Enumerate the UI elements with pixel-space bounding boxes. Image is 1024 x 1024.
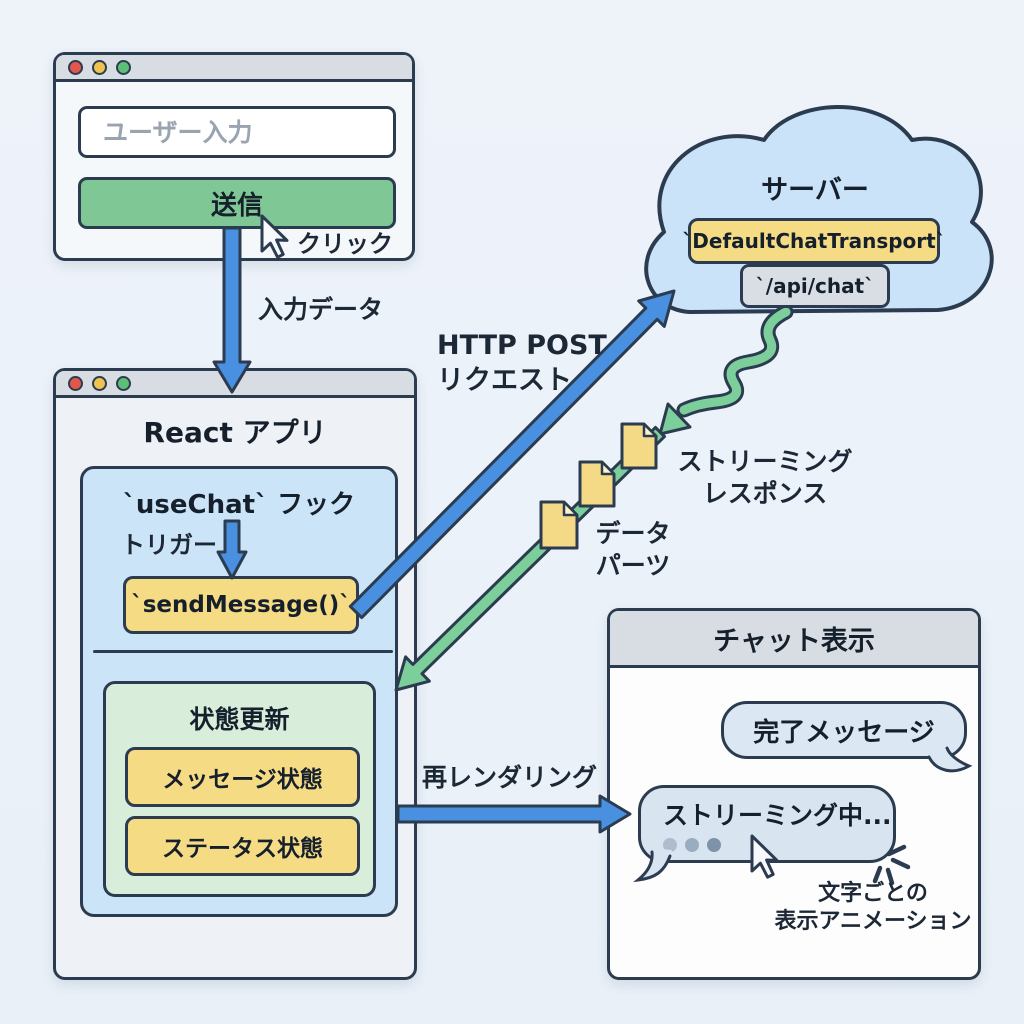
sendmessage-label: `sendMessage()` bbox=[131, 592, 351, 618]
react-window-title: React アプリ bbox=[143, 416, 327, 449]
user-input-field[interactable] bbox=[78, 106, 396, 158]
streaming-wavy-arrow bbox=[658, 304, 794, 436]
chat-window: チャット表示 完了メッセージ ストリーミング中... bbox=[607, 608, 981, 980]
status-state-label: ステータス状態 bbox=[162, 836, 323, 862]
panel-divider bbox=[93, 650, 393, 653]
streaming-message-label: ストリーミング中... bbox=[663, 801, 892, 830]
status-state-box: ステータス状態 bbox=[125, 816, 360, 876]
typing-dots-icon bbox=[663, 838, 721, 852]
state-update-panel: 状態更新 メッセージ状態 ステータス状態 bbox=[103, 681, 376, 897]
usechat-label: `useChat` フック bbox=[122, 490, 356, 520]
traffic-light-green-icon bbox=[116, 375, 131, 391]
message-state-box: メッセージ状態 bbox=[125, 747, 360, 807]
file-icon bbox=[620, 422, 658, 470]
chat-bubble-streaming: ストリーミング中... bbox=[638, 785, 896, 863]
endpoint-box: `/api/chat` bbox=[740, 264, 890, 308]
file-icon bbox=[578, 460, 616, 508]
traffic-light-yellow-icon bbox=[92, 375, 107, 391]
react-app-window: React アプリ `useChat` フック `sendMessage()` … bbox=[53, 368, 417, 980]
browser-window: 送信 bbox=[53, 52, 415, 261]
chat-bubble-complete: 完了メッセージ bbox=[721, 701, 967, 759]
transport-label: `DefaultChatTransport` bbox=[682, 229, 946, 253]
rerender-label: 再レンダリング bbox=[422, 763, 598, 792]
send-button[interactable]: 送信 bbox=[78, 177, 396, 229]
react-window-titlebar bbox=[56, 371, 414, 398]
file-icon bbox=[539, 500, 579, 550]
traffic-light-red-icon bbox=[68, 59, 83, 75]
sendmessage-box: `sendMessage()` bbox=[123, 576, 359, 634]
rerender-arrow bbox=[396, 794, 632, 834]
streaming-response-label: ストリーミング レスポンス bbox=[677, 447, 853, 508]
data-parts-label: データ パーツ bbox=[595, 519, 671, 580]
complete-message-label: 完了メッセージ bbox=[753, 717, 935, 748]
click-label: クリック bbox=[297, 230, 393, 258]
traffic-light-red-icon bbox=[68, 375, 83, 391]
input-data-label: 入力データ bbox=[258, 295, 384, 324]
http-post-label: HTTP POST リクエスト bbox=[437, 330, 607, 396]
state-update-title: 状態更新 bbox=[189, 705, 290, 734]
traffic-light-yellow-icon bbox=[92, 59, 107, 75]
transport-box: `DefaultChatTransport` bbox=[682, 218, 946, 264]
chat-window-titlebar: チャット表示 bbox=[610, 611, 978, 668]
server-title: サーバー bbox=[761, 175, 869, 206]
traffic-light-green-icon bbox=[116, 59, 131, 75]
browser-window-titlebar bbox=[56, 55, 412, 82]
trigger-label: トリガー bbox=[121, 531, 217, 559]
char-animation-label: 文字ごとの 表示アニメーション bbox=[774, 881, 972, 935]
chat-window-title: チャット表示 bbox=[713, 625, 875, 657]
message-state-label: メッセージ状態 bbox=[162, 767, 323, 793]
endpoint-label: `/api/chat` bbox=[755, 274, 875, 298]
